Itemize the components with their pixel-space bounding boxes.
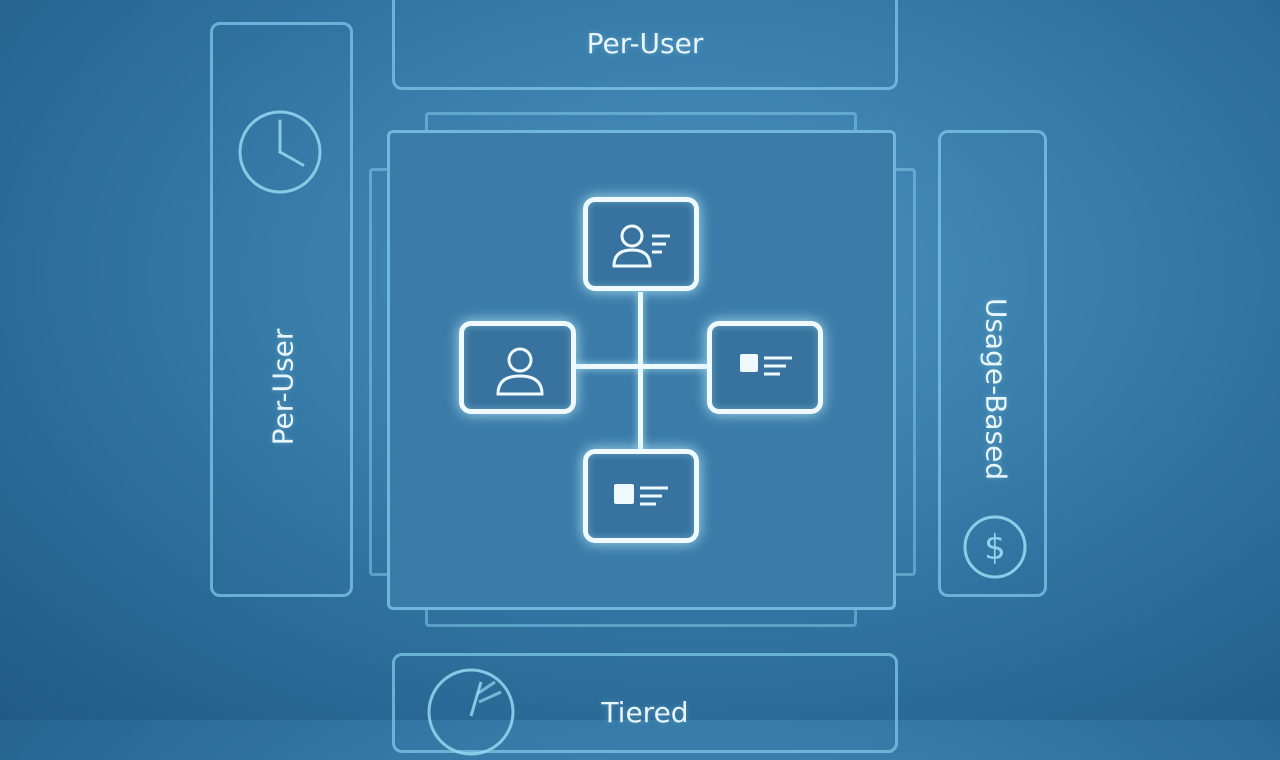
top-panel-label: Per-User — [586, 27, 704, 60]
node-right — [707, 321, 823, 414]
left-panel-label: Per-User — [266, 328, 300, 446]
bottom-pricing-panel: Tiered — [392, 653, 898, 756]
card-list-icon — [736, 348, 800, 392]
right-pricing-panel: Usage-Based $ — [938, 130, 1047, 597]
node-bottom — [583, 449, 699, 543]
connector-vertical — [638, 292, 643, 450]
node-left — [459, 321, 576, 414]
dollar-coin-icon: $ — [961, 513, 1029, 581]
left-pricing-panel: Per-User — [210, 22, 353, 597]
connector-horizontal — [576, 364, 708, 369]
bottom-panel-label: Tiered — [601, 696, 689, 729]
clock-icon — [235, 107, 325, 197]
right-panel-label: Usage-Based — [979, 297, 1013, 481]
user-icon — [492, 344, 548, 400]
user-profile-icon — [608, 218, 678, 274]
svg-text:$: $ — [984, 528, 1006, 568]
card-list-icon — [610, 478, 674, 522]
top-pricing-panel: Per-User — [392, 0, 898, 90]
node-top — [583, 197, 699, 291]
